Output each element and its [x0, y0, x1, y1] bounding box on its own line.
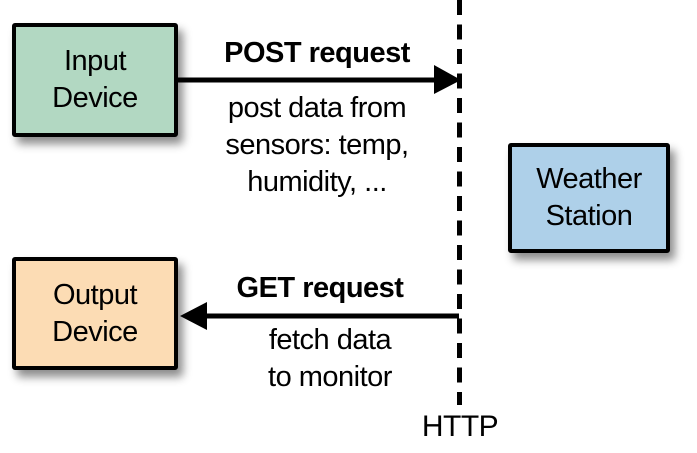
output-device-label: Output Device: [52, 278, 138, 348]
http-boundary-label: HTTP: [421, 410, 499, 443]
get-arrowhead-icon: [180, 302, 207, 330]
get-request-title: GET request: [236, 272, 404, 304]
post-arrowhead-icon: [434, 65, 461, 94]
post-request-description: post data from sensors: temp, humidity, …: [225, 92, 409, 198]
input-device-box: Input Device: [12, 23, 178, 137]
get-request-description: fetch data to monitor: [268, 324, 392, 393]
input-device-label: Input Device: [52, 45, 138, 114]
weather-station-box: Weather Station: [508, 143, 670, 253]
weather-station-label: Weather Station: [536, 163, 642, 232]
post-request-title: POST request: [224, 37, 410, 69]
output-device-box: Output Device: [12, 257, 178, 370]
